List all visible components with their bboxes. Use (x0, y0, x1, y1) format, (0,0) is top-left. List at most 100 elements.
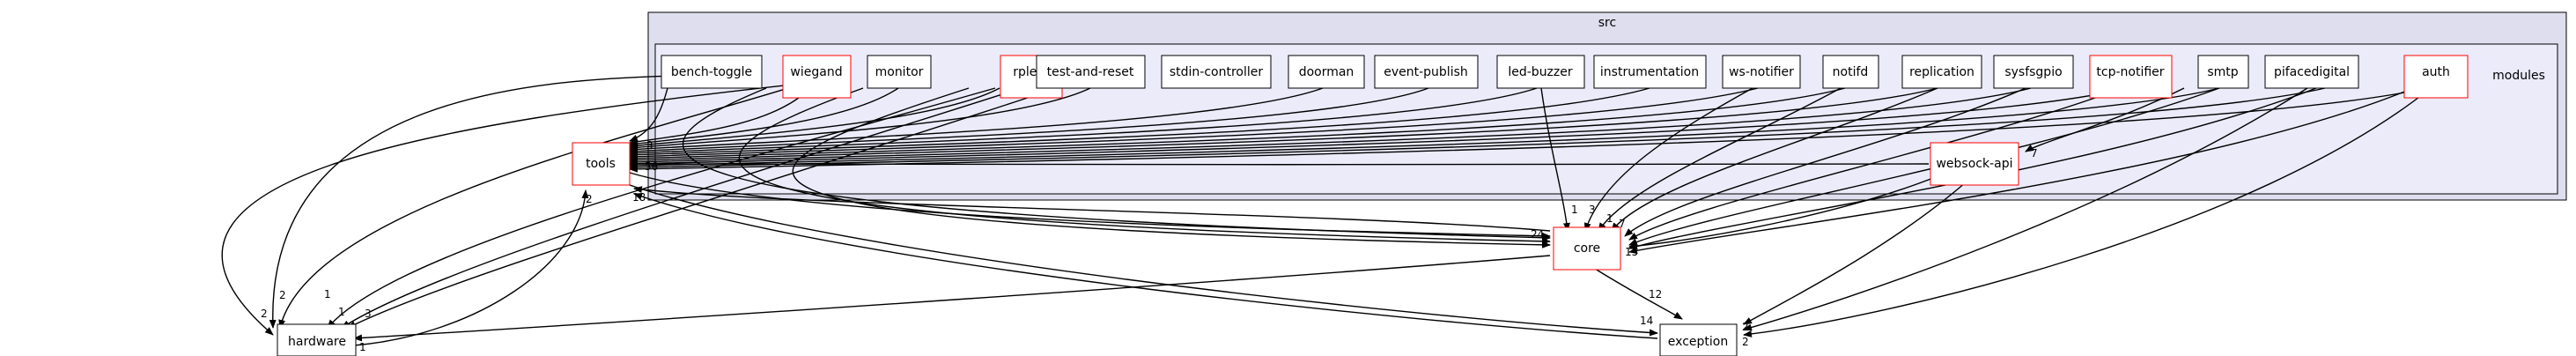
edge-pifacedigital-exception (1743, 87, 2308, 331)
edge-rpleth-hardware (327, 87, 996, 329)
edge-label-tools-in-a: 3 (646, 139, 653, 152)
edge-hardware-tools (353, 189, 589, 346)
node-event-publish-label: event-publish (1384, 65, 1468, 79)
edge-label-exception-from-tools: 14 (1640, 315, 1653, 327)
node-hardware[interactable]: hardware (277, 323, 357, 356)
edge-label-core-from-led-buzzer: 1 (1571, 204, 1578, 216)
modules-cluster-label: modules (2492, 69, 2545, 83)
edges (221, 75, 2432, 346)
node-smtp[interactable]: smtp (2197, 55, 2249, 89)
node-bench-toggle-label: bench-toggle (671, 65, 752, 79)
node-sysfsgpio[interactable]: sysfsgpio (1993, 55, 2074, 89)
edge-websock-api-core (1628, 175, 1938, 250)
edge-core-tools (633, 186, 1551, 232)
node-ws-notifier[interactable]: ws-notifier (1722, 55, 1801, 89)
edge-label-hw-in-a: 2 (261, 308, 268, 320)
node-tools[interactable]: tools (572, 142, 631, 186)
edge-label-hardware-left: 2 (279, 289, 286, 301)
edge-core-hardware (353, 255, 1551, 342)
edge-auth-exception (1743, 87, 2432, 337)
edge-rpleth-tools (629, 87, 1000, 150)
edge-smtp-tools (629, 87, 2220, 169)
node-core-label: core (1574, 241, 1600, 256)
node-monitor[interactable]: monitor (867, 55, 932, 89)
edge-ws-notifier-tools (629, 87, 1759, 160)
node-instrumentation-label: instrumentation (1600, 65, 1699, 79)
node-notifd[interactable]: notifd (1822, 55, 1879, 89)
edge-label-websock-from-tcp: 7 (2031, 147, 2038, 159)
edge-notifd-core (1598, 87, 1842, 232)
edge-replication-tools (629, 87, 1938, 164)
node-tools-label: tools (586, 157, 616, 171)
edge-sysfsgpio-core (1624, 87, 2026, 237)
edge-exception-tools (633, 193, 1658, 339)
node-sysfsgpio-label: sysfsgpio (2004, 65, 2062, 79)
node-event-publish[interactable]: event-publish (1374, 55, 1479, 89)
edge-left-modules-core (682, 87, 1551, 241)
nodes: bench-toggle wiegand monitor rpleth test… (277, 55, 2469, 356)
node-pifacedigital-label: pifacedigital (2274, 65, 2350, 79)
node-ws-notifier-label: ws-notifier (1729, 65, 1794, 79)
edge-label-tools-in-b: 56 (645, 160, 658, 173)
node-doorman-label: doorman (1299, 65, 1354, 79)
edge-monitor-tools (629, 87, 899, 147)
edge-core-exception (1584, 262, 1683, 320)
edge-label-core-right: 15 (1625, 246, 1638, 258)
edge-tcp-notifier-tools (629, 87, 2128, 167)
node-exception[interactable]: exception (1659, 323, 1738, 356)
node-hardware-label: hardware (288, 335, 346, 349)
node-tcp-notifier-label: tcp-notifier (2096, 65, 2164, 79)
edge-left-modules-core-3 (792, 87, 1551, 248)
edge-instrumentation-tools (629, 87, 1650, 159)
node-replication[interactable]: replication (1901, 55, 1982, 89)
edge-label-exception-right-b: 2 (1742, 336, 1749, 348)
node-smtp-label: smtp (2207, 65, 2238, 79)
edge-pifacedigital-core (1628, 87, 2317, 250)
edge-tools-exception (629, 184, 1658, 337)
node-notifd-label: notifd (1833, 65, 1869, 79)
edge-label-hardware-right: 1 (359, 341, 366, 353)
edge-event-publish-tools (629, 87, 1429, 155)
node-led-buzzer[interactable]: led-buzzer (1496, 55, 1585, 89)
node-pifacedigital[interactable]: pifacedigital (2264, 55, 2359, 89)
node-stdin-controller[interactable]: stdin-controller (1161, 55, 1272, 89)
edge-led-buzzer-tools (629, 87, 1538, 157)
edge-websock-api-tools (629, 160, 1930, 168)
node-bench-toggle[interactable]: bench-toggle (661, 55, 763, 89)
edge-led-buzzer-core (1540, 87, 1570, 232)
node-exception-label: exception (1668, 335, 1728, 349)
edge-tcp-notifier-websock-api (2025, 87, 2185, 152)
node-websock-api[interactable]: websock-api (1930, 142, 2019, 186)
edge-ws-notifier-core (1583, 87, 1753, 232)
edge-labels: 3 56 18 2 1 3 1 7 24 15 7 12 14 2 2 2 1 … (261, 139, 2038, 353)
edge-replication-core (1611, 87, 1938, 232)
node-wiegand[interactable]: wiegand (782, 55, 852, 99)
edge-label-hw-in-b: 1 (338, 306, 345, 318)
edge-bench-toggle-hardware (269, 75, 679, 329)
edge-label-exception-right-a: 2 (1742, 321, 1749, 333)
edge-wiegand-tools (629, 87, 811, 145)
edge-label-core-from-tcp: 7 (1619, 218, 1626, 230)
edge-tcp-notifier-core (1628, 87, 2123, 241)
node-core[interactable]: core (1553, 226, 1621, 271)
edge-doorman-tools (629, 87, 1324, 153)
node-doorman[interactable]: doorman (1288, 55, 1365, 89)
node-replication-label: replication (1909, 65, 1974, 79)
edge-auth-core (1628, 87, 2414, 255)
edge-notifd-tools (629, 87, 1846, 162)
edge-label-exception-from-core: 12 (1649, 288, 1662, 300)
edge-wiegand-hardware (278, 87, 789, 329)
edge-sysfsgpio-tools (629, 87, 2032, 166)
node-test-and-reset[interactable]: test-and-reset (1036, 55, 1146, 89)
node-tcp-notifier[interactable]: tcp-notifier (2089, 55, 2173, 99)
node-led-buzzer-label: led-buzzer (1508, 65, 1573, 79)
node-stdin-controller-label: stdin-controller (1170, 65, 1264, 79)
node-auth[interactable]: auth (2403, 55, 2469, 99)
edge-left-modules-core-2 (738, 87, 1551, 245)
node-auth-label: auth (2422, 65, 2450, 79)
node-instrumentation[interactable]: instrumentation (1593, 55, 1707, 89)
edge-test-and-reset-tools (629, 87, 1091, 152)
edge-tools-core (629, 172, 1551, 240)
node-websock-api-label: websock-api (1936, 157, 2012, 171)
